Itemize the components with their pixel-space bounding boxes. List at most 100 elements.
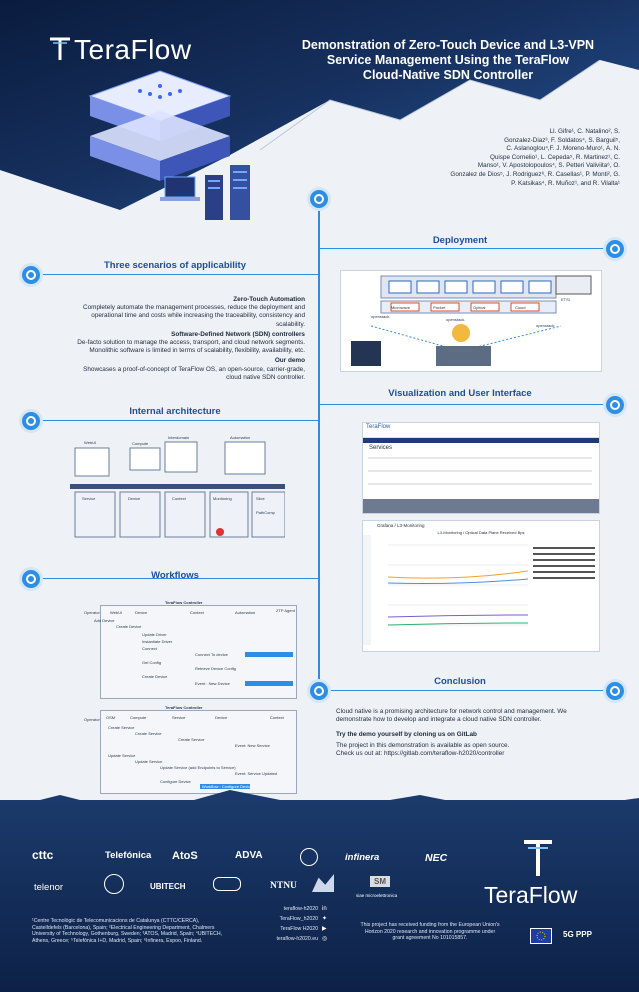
scenario-line: De-facto solution to manage the access, … (77, 339, 305, 347)
deployment-label: ETSI (561, 297, 570, 302)
diag1-msg: Create Device (116, 624, 142, 629)
deployment-label: openstack. (446, 317, 466, 322)
author-line: P. Katsikas⁴, R. Muñoz¹, and R. Vilalta¹ (511, 179, 620, 187)
gitlab-link[interactable]: Check us out at: https://gitlab.com/tera… (336, 749, 505, 757)
linkedin-link[interactable]: teraflow-h2020 (283, 906, 318, 912)
social-links: teraflow-h2020 TeraFlow_h2020 TeraFlow H… (238, 904, 318, 944)
author-line: Gonzalez-Diaz³, F. Soldatos⁴, S. Barguil… (504, 136, 620, 144)
globe-icon[interactable]: ◎ (322, 936, 328, 942)
teraflow-logo-icon (48, 36, 72, 60)
funding-line: This project has received funding from t… (360, 922, 500, 928)
visualization-title: Visualization and User Interface (388, 388, 532, 399)
diag1-msg: Connect To device (195, 652, 228, 657)
author-line: Quispe Cornelio¹, L. Cepeda⁵, R. Martine… (490, 153, 620, 161)
grafana-screenshot: Grafana / L3-Monitoring L3-Monitoring / … (362, 520, 600, 652)
partner-logo-adva: ADVA (235, 850, 263, 861)
diag2-frame (100, 710, 297, 794)
author-line: Manso¹, V. Apostolopoulos⁴, S. Petteri V… (477, 162, 620, 170)
header-wave (0, 60, 639, 260)
timeline-dot (606, 396, 624, 414)
authors-block: Ll. Gifre¹, C. Natalino², S. Gonzalez-Di… (360, 128, 620, 188)
twitter-icon[interactable]: ✦ (322, 916, 328, 922)
diag1-lane: Device (135, 610, 148, 615)
scenario-line: cloud native SDN controller. (226, 373, 305, 381)
diag1-lane: WebUI (110, 610, 123, 615)
workflows-rule (30, 578, 320, 579)
diag2-msg: Event: New Service (235, 743, 270, 748)
arch-block-label: Monitoring (213, 496, 232, 501)
scenario-line: scalability. (275, 320, 305, 328)
arch-block-label: Context (172, 496, 186, 501)
twitter-link[interactable]: TeraFlow_h2020 (279, 916, 318, 922)
workflow-diagram-2: TeraFlow Controller Operator OSM Compute… (84, 705, 297, 795)
diag1-highlight (245, 652, 293, 657)
conclusion-line: demonstrate how to develop and integrate… (336, 716, 542, 724)
eu-flag-icon (530, 928, 552, 944)
partner-logo-nec: NEC (425, 852, 448, 864)
laptop-illustration (160, 176, 200, 201)
timeline-dot (310, 682, 328, 700)
timeline-line (318, 198, 320, 690)
poster-title: Demonstration of Zero-Touch Device and L… (262, 38, 634, 83)
services-logo: TeraFlow (363, 423, 599, 438)
diag1-highlight (245, 681, 293, 686)
website-link[interactable]: teraflow-h2020.eu (276, 936, 318, 942)
author-line: Gonzalez de Dios⁵, J. Rodriguez⁶, R. Cas… (450, 170, 620, 178)
deployment-label: Packet (433, 305, 446, 310)
diag2-lane: OSM (106, 715, 116, 720)
youtube-link[interactable]: TeraFlow H2020 (280, 926, 318, 932)
deployment-rule (320, 248, 620, 249)
services-screenshot: TeraFlow Services (362, 422, 600, 514)
scenario-line: Completely automate the management proce… (82, 304, 305, 312)
deployment-label: Microwave (391, 305, 411, 310)
partner-logo-ntnu: NTNU (270, 881, 297, 891)
timeline-dot (22, 412, 40, 430)
diag1-msg: Create Device (142, 674, 168, 679)
title-line-1: Demonstration of Zero-Touch Device and L… (301, 38, 595, 52)
partner-logo-telenor: telenor (34, 882, 64, 893)
deployment-label: Optical (473, 305, 486, 310)
grafana-dashboard-title: Grafana / L3-Monitoring (377, 523, 425, 528)
conclusion-line: Cloud native is a promising architecture… (336, 708, 567, 715)
grafana-panel-title: L3-Monitoring / Optical Data Plane Recei… (437, 530, 525, 535)
timeline-dot (22, 266, 40, 284)
diag2-msg: Configure Device (160, 779, 191, 784)
diag2-lane: Compute (130, 715, 147, 720)
architecture-title: Internal architecture (129, 406, 221, 417)
arch-block-label: Slice (256, 496, 265, 501)
deployment-label: Cloud (515, 305, 526, 310)
deployment-label: openstack. (371, 314, 391, 319)
diag2-msg: Create Service (135, 731, 162, 736)
scenario-heading: Our demo (274, 357, 305, 365)
diag2-msg: Event: Service Updated (235, 771, 278, 776)
scenarios-text: Zero-Touch Automation Completely automat… (20, 296, 305, 382)
youtube-icon[interactable]: ▶ (322, 926, 327, 932)
conclusion-title: Conclusion (434, 676, 486, 687)
diag1-msg: Event : New Device (195, 681, 230, 686)
diag2-msg: Create Service (178, 737, 205, 742)
arch-block-label: Interdomain (168, 435, 190, 440)
linkedin-icon[interactable]: in (322, 906, 327, 912)
workflows-title: Workflows (151, 570, 199, 581)
university-seal-icon (300, 848, 318, 866)
diag2-msg: Update Service (135, 759, 163, 764)
arch-block-label: Automation (230, 435, 251, 440)
partner-logo-atos: AtoS (172, 850, 198, 862)
partner-logo-shape (213, 877, 241, 891)
partner-logo-ubitech: UBITECH (150, 882, 186, 891)
partner-logo-siae-text: siae microelettronica (356, 893, 398, 898)
timeline-dot (22, 570, 40, 588)
social-icons: in ✦ ▶ ◎ (322, 904, 330, 944)
services-navbar (363, 438, 599, 443)
scenarios-rule (30, 274, 320, 275)
affiliations: ¹Centre Tecnològic de Telecomunicacions … (32, 918, 247, 944)
scenario-heading: Software-Defined Network (SDN) controlle… (171, 330, 305, 338)
diag1-lane: Automation (235, 610, 256, 615)
diag2-msg: Update Service (add Endpoints to Service… (160, 765, 236, 770)
services-footer (363, 499, 599, 513)
services-heading: Services (369, 445, 393, 451)
diag1-title: TeraFlow Controller (165, 600, 203, 605)
diag1-msg: Get Config (142, 660, 162, 665)
funding-line: grant agreement No 101015857. (392, 935, 468, 942)
funding-line: Horizon 2020 research and innovation pro… (364, 928, 496, 935)
